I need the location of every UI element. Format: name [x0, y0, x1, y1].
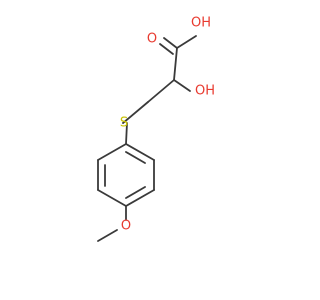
- ring-bond-6: [125, 143, 155, 161]
- alpha-hydroxyl-label: OH: [195, 84, 215, 99]
- ring-inner-double-3: [125, 151, 146, 164]
- carbonyl-oxygen-label: O: [147, 32, 157, 47]
- ring-bond-4: [125, 189, 155, 207]
- bond-sulfur-to-benzyl-ch2: [125, 122, 128, 145]
- sulfur-label: S: [120, 116, 128, 131]
- molecule-svg: OH O OH S O: [97, 16, 215, 242]
- ring-inner-double-2: [125, 186, 146, 199]
- molecule-structure-canvas: OH O OH S O: [97, 15, 216, 242]
- bond-alpha-to-methylene: [147, 79, 175, 103]
- bond-c-o-double-b: [159, 43, 174, 55]
- bond-c-oh-acid: [176, 35, 197, 49]
- ring-bond-1: [97, 143, 127, 161]
- bond-methoxy-o-to-methyl: [97, 229, 118, 242]
- hydroxyl-top-label: OH: [191, 16, 211, 31]
- bond-acid-carbon-to-alpha-carbon: [173, 47, 178, 81]
- bond-c-o-double-a: [163, 37, 178, 49]
- methoxy-oxygen-label: O: [121, 219, 131, 234]
- bond-methylene-to-sulfur: [122, 101, 149, 124]
- ring-bond-3: [97, 189, 127, 207]
- bond-alpha-carbon-to-oh: [173, 79, 191, 92]
